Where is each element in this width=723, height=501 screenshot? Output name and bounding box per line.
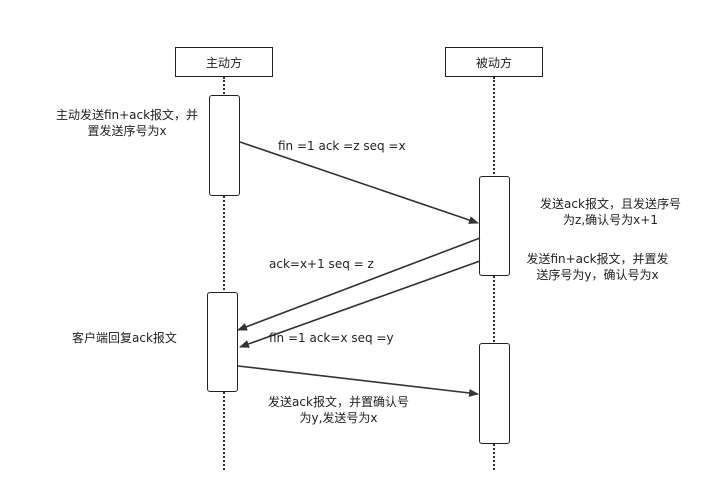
note-passive-send-ack: 发送ack报文，且发送序号 为z,确认号为x+1 xyxy=(528,196,693,228)
actor-passive-label: 被动方 xyxy=(475,55,512,70)
note-active-send-fin-line2: 置发送序号为x xyxy=(87,124,167,138)
arrow-fin-to-active xyxy=(239,260,481,348)
actor-active-box: 主动方 xyxy=(175,47,273,77)
message-label-2: ack=x+1 seq = z xyxy=(269,257,374,271)
note-client-reply: 客户端回复ack报文 xyxy=(72,331,177,345)
note-passive-send-fin-line1: 发送fin+ack报文，并置发 xyxy=(526,252,669,266)
note-passive-send-fin-line2: 送序号为y，确认号为x xyxy=(536,268,659,282)
actor-active-label: 主动方 xyxy=(205,55,242,70)
activation-passive-1 xyxy=(479,176,510,276)
note-final-ack: 发送ack报文，并置确认号 为y,发送号为x xyxy=(256,394,421,426)
note-passive-send-fin: 发送fin+ack报文，并置发 送序号为y，确认号为x xyxy=(515,251,680,283)
note-final-ack-line1: 发送ack报文，并置确认号 xyxy=(268,395,409,409)
note-final-ack-line2: 为y,发送号为x xyxy=(299,411,378,425)
arrow-fin-ack-to-passive xyxy=(239,141,479,224)
lifeline-active xyxy=(223,77,225,470)
note-active-send-fin-line1: 主动发送fin+ack报文，并 xyxy=(55,108,199,122)
message-label-3: fin =1 ack=x seq =y xyxy=(269,331,394,345)
message-label-1: fin =1 ack =z seq =x xyxy=(278,139,406,153)
activation-passive-2 xyxy=(479,343,510,444)
arrow-final-ack-to-passive xyxy=(237,365,479,397)
note-active-send-fin: 主动发送fin+ack报文，并 置发送序号为x xyxy=(46,107,208,139)
activation-active-1 xyxy=(209,95,240,196)
actor-passive-box: 被动方 xyxy=(445,47,543,77)
arrow-ack-to-active xyxy=(237,237,481,331)
note-passive-send-ack-line2: 为z,确认号为x+1 xyxy=(563,213,658,227)
activation-active-2 xyxy=(207,292,238,392)
note-passive-send-ack-line1: 发送ack报文，且发送序号 xyxy=(540,197,681,211)
